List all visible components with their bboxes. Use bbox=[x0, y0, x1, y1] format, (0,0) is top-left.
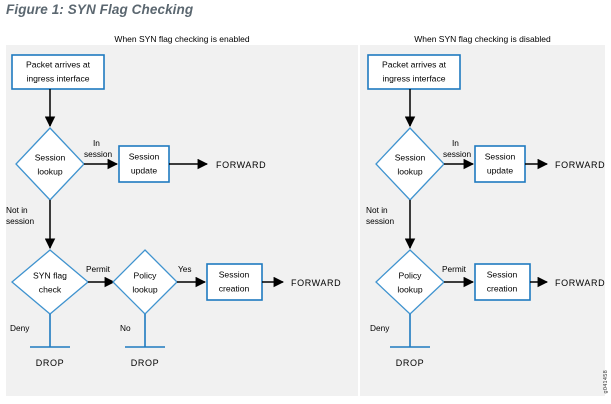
left-edge-label-in-session-line2: session bbox=[84, 149, 113, 159]
left-ingress-label-line1: Packet arrives at bbox=[26, 59, 91, 69]
left-session-update-label-line2: update bbox=[131, 165, 158, 175]
left-edge-label-not-in-session-line1: Not in bbox=[6, 205, 28, 215]
left-terminator-no bbox=[125, 314, 165, 348]
right-endpoint-forward-bottom: FORWARD bbox=[555, 278, 605, 288]
right-edge-label-not-in-session-line1: Not in bbox=[366, 205, 388, 215]
left-syn-flag-check-label-line1: SYN flag bbox=[33, 270, 67, 280]
left-terminator-deny bbox=[30, 314, 70, 348]
left-session-creation-label-line1: Session bbox=[219, 269, 250, 279]
left-edge-label-not-in-session-line2: session bbox=[6, 216, 35, 226]
credit-watermark: g041458 bbox=[603, 370, 609, 394]
right-ingress-label-line1: Packet arrives at bbox=[382, 59, 447, 69]
panel-syn-checking-enabled bbox=[6, 45, 358, 396]
left-node-ingress: Packet arrives at ingress interface bbox=[11, 54, 105, 90]
right-policy-lookup-label-line2: lookup bbox=[397, 284, 423, 294]
left-session-creation-label-line2: creation bbox=[219, 283, 250, 293]
left-endpoint-forward-bottom: FORWARD bbox=[291, 278, 341, 288]
left-endpoint-drop-deny: DROP bbox=[36, 358, 64, 368]
right-edge-label-not-in-session-line2: session bbox=[366, 216, 395, 226]
figure-title: Figure 1: SYN Flag Checking bbox=[6, 2, 194, 17]
right-node-session-lookup: Session lookup bbox=[375, 127, 445, 201]
right-node-session-creation: Session creation bbox=[474, 263, 531, 301]
right-session-lookup-label-line2: lookup bbox=[397, 166, 423, 176]
right-session-update-label-line1: Session bbox=[485, 151, 516, 161]
panel-heading-enabled: When SYN flag checking is enabled bbox=[114, 34, 250, 44]
left-diagram: Packet arrives at ingress interface Sess… bbox=[6, 54, 341, 368]
left-session-lookup-label-line2: lookup bbox=[37, 166, 63, 176]
right-terminator-deny bbox=[390, 314, 430, 348]
right-node-ingress: Packet arrives at ingress interface bbox=[367, 54, 461, 90]
left-edge-label-deny: Deny bbox=[10, 323, 30, 333]
right-session-update-label-line2: update bbox=[487, 165, 514, 175]
left-endpoint-drop-no: DROP bbox=[131, 358, 159, 368]
right-ingress-label-line2: ingress interface bbox=[382, 73, 445, 83]
right-session-creation-label-line2: creation bbox=[487, 283, 518, 293]
panel-heading-disabled: When SYN flag checking is disabled bbox=[414, 34, 551, 44]
left-edge-label-permit: Permit bbox=[86, 264, 111, 274]
right-endpoint-drop: DROP bbox=[396, 358, 424, 368]
left-syn-flag-check-label-line2: check bbox=[39, 284, 62, 294]
right-edge-label-in-session-line2: session bbox=[443, 149, 472, 159]
right-session-creation-label-line1: Session bbox=[487, 269, 518, 279]
left-ingress-label-line2: ingress interface bbox=[26, 73, 89, 83]
left-node-policy-lookup: Policy lookup bbox=[112, 249, 178, 315]
right-edge-label-deny: Deny bbox=[370, 323, 390, 333]
left-node-session-update: Session update bbox=[118, 145, 170, 183]
left-session-update-label-line1: Session bbox=[129, 151, 160, 161]
right-node-policy-lookup: Policy lookup bbox=[375, 249, 445, 315]
left-policy-lookup-label-line2: lookup bbox=[132, 284, 158, 294]
panel-syn-checking-disabled bbox=[360, 45, 605, 396]
right-edge-label-in-session-line1: In bbox=[452, 138, 459, 148]
left-edge-label-yes: Yes bbox=[178, 264, 192, 274]
left-edge-label-no: No bbox=[120, 323, 131, 333]
left-endpoint-forward-top: FORWARD bbox=[216, 160, 266, 170]
left-node-session-creation: Session creation bbox=[206, 263, 263, 301]
right-edge-label-permit: Permit bbox=[442, 264, 467, 274]
right-endpoint-forward-top: FORWARD bbox=[555, 160, 605, 170]
left-node-syn-flag-check: SYN flag check bbox=[10, 249, 90, 315]
left-edge-label-in-session-line1: In bbox=[93, 138, 100, 148]
left-session-lookup-label-line1: Session bbox=[35, 152, 66, 162]
left-policy-lookup-label-line1: Policy bbox=[134, 270, 158, 280]
right-session-lookup-label-line1: Session bbox=[395, 152, 426, 162]
right-policy-lookup-label-line1: Policy bbox=[399, 270, 423, 280]
left-node-session-lookup: Session lookup bbox=[15, 127, 85, 201]
right-diagram: Packet arrives at ingress interface Sess… bbox=[366, 54, 605, 368]
right-node-session-update: Session update bbox=[474, 145, 526, 183]
